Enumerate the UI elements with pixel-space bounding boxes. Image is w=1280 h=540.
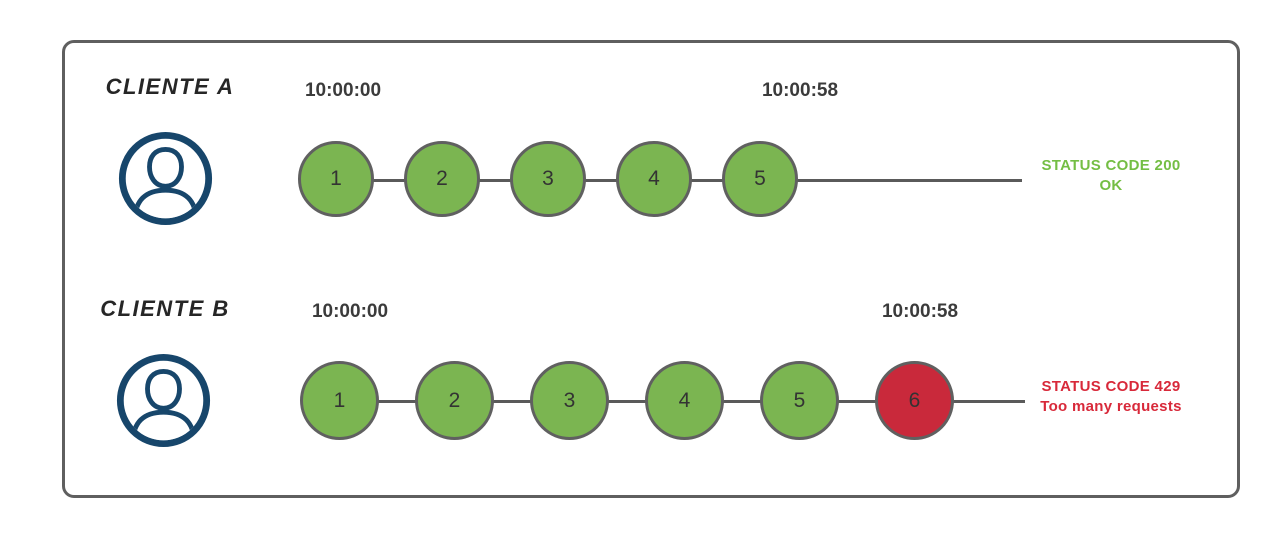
client-b-start-time: 10:00:00 [311,301,389,322]
request-circle-1: 1 [298,141,374,217]
client-a-end-time: 10:00:58 [761,80,839,101]
status-code-text: STATUS CODE 200 [1041,157,1181,174]
client-a-status: STATUS CODE 200 OK [1022,156,1200,196]
request-circle-5: 5 [722,141,798,217]
request-circle-5: 5 [760,361,839,440]
status-message-text: Too many requests [1040,398,1182,415]
client-a-avatar [117,130,214,227]
client-b-end-time: 10:00:58 [881,301,959,322]
request-circle-2: 2 [415,361,494,440]
client-a-start-time: 10:00:00 [304,80,382,101]
person-icon [118,131,213,226]
client-b-label: CLIENTE B [100,296,230,321]
client-a-label: CLIENTE A [105,74,235,99]
status-message-text: OK [1099,177,1123,194]
person-icon [116,353,211,448]
client-b-avatar [115,352,212,449]
request-circle-1: 1 [300,361,379,440]
request-circle-2: 2 [404,141,480,217]
request-circle-3: 3 [530,361,609,440]
request-circle-6: 6 [875,361,954,440]
client-b-status: STATUS CODE 429 Too many requests [1022,377,1200,417]
request-circle-3: 3 [510,141,586,217]
request-circle-4: 4 [616,141,692,217]
request-circle-4: 4 [645,361,724,440]
status-code-text: STATUS CODE 429 [1041,378,1181,395]
